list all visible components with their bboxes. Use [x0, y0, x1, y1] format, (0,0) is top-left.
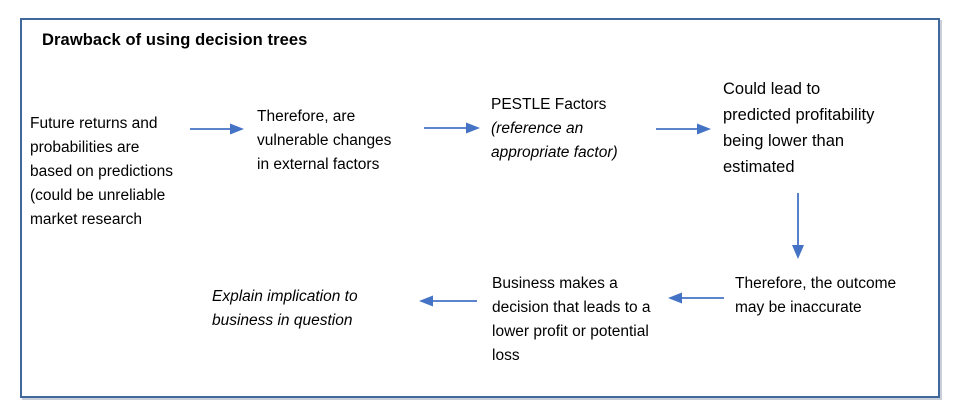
therefore-vulnerable-line-3: in external factors: [257, 156, 380, 173]
business-decision-line-3: lower profit or potential: [492, 323, 649, 340]
arrow-left-business-to-explain: [417, 294, 477, 308]
could-lead-to-block: Could lead to predicted profitability be…: [723, 76, 874, 180]
therefore-vulnerable-block: Therefore, are vulnerable changes in ext…: [257, 105, 391, 177]
therefore-vulnerable-line-1: Therefore, are: [257, 108, 356, 125]
arrow-right-future-to-therefore: [190, 122, 244, 136]
therefore-outcome-line-1: Therefore, the outcome: [735, 275, 897, 292]
future-returns-line-4: (could be unreliable: [30, 187, 166, 204]
pestle-factors-line-1: PESTLE Factors: [491, 96, 607, 113]
explain-implication-line-2: business in question: [212, 312, 353, 329]
arrow-right-pestle-to-couldlead: [656, 122, 711, 136]
future-returns-line-1: Future returns and: [30, 115, 158, 132]
arrow-down-couldlead-to-outcome: [790, 193, 806, 259]
pestle-factors-line-3: appropriate factor): [491, 144, 618, 161]
explain-implication-block: Explain implication to business in quest…: [212, 285, 358, 333]
arrow-left-outcome-to-business: [666, 291, 724, 305]
business-decision-block: Business makes a decision that leads to …: [492, 272, 651, 368]
business-decision-line-4: loss: [492, 347, 520, 364]
could-lead-to-line-2: predicted profitability: [723, 106, 875, 124]
diagram-frame: [20, 18, 940, 398]
explain-implication-line-1: Explain implication to: [212, 288, 358, 305]
page-title: Drawback of using decision trees: [42, 31, 308, 49]
future-returns-line-5: market research: [30, 211, 142, 228]
future-returns-line-3: based on predictions: [30, 163, 174, 180]
business-decision-line-2: decision that leads to a: [492, 299, 651, 316]
therefore-vulnerable-line-2: vulnerable changes: [257, 132, 392, 149]
therefore-outcome-block: Therefore, the outcome may be inaccurate: [735, 272, 896, 320]
arrow-right-therefore-to-pestle: [424, 121, 480, 135]
future-returns-line-2: probabilities are: [30, 139, 140, 156]
therefore-outcome-line-2: may be inaccurate: [735, 299, 862, 316]
pestle-factors-line-2: (reference an: [491, 120, 584, 137]
pestle-factors-block: PESTLE Factors (reference an appropriate…: [491, 93, 618, 165]
future-returns-block: Future returns and probabilities are bas…: [30, 112, 173, 232]
could-lead-to-line-4: estimated: [723, 158, 795, 176]
could-lead-to-line-1: Could lead to: [723, 80, 821, 98]
could-lead-to-line-3: being lower than: [723, 132, 845, 150]
business-decision-line-1: Business makes a: [492, 275, 618, 292]
